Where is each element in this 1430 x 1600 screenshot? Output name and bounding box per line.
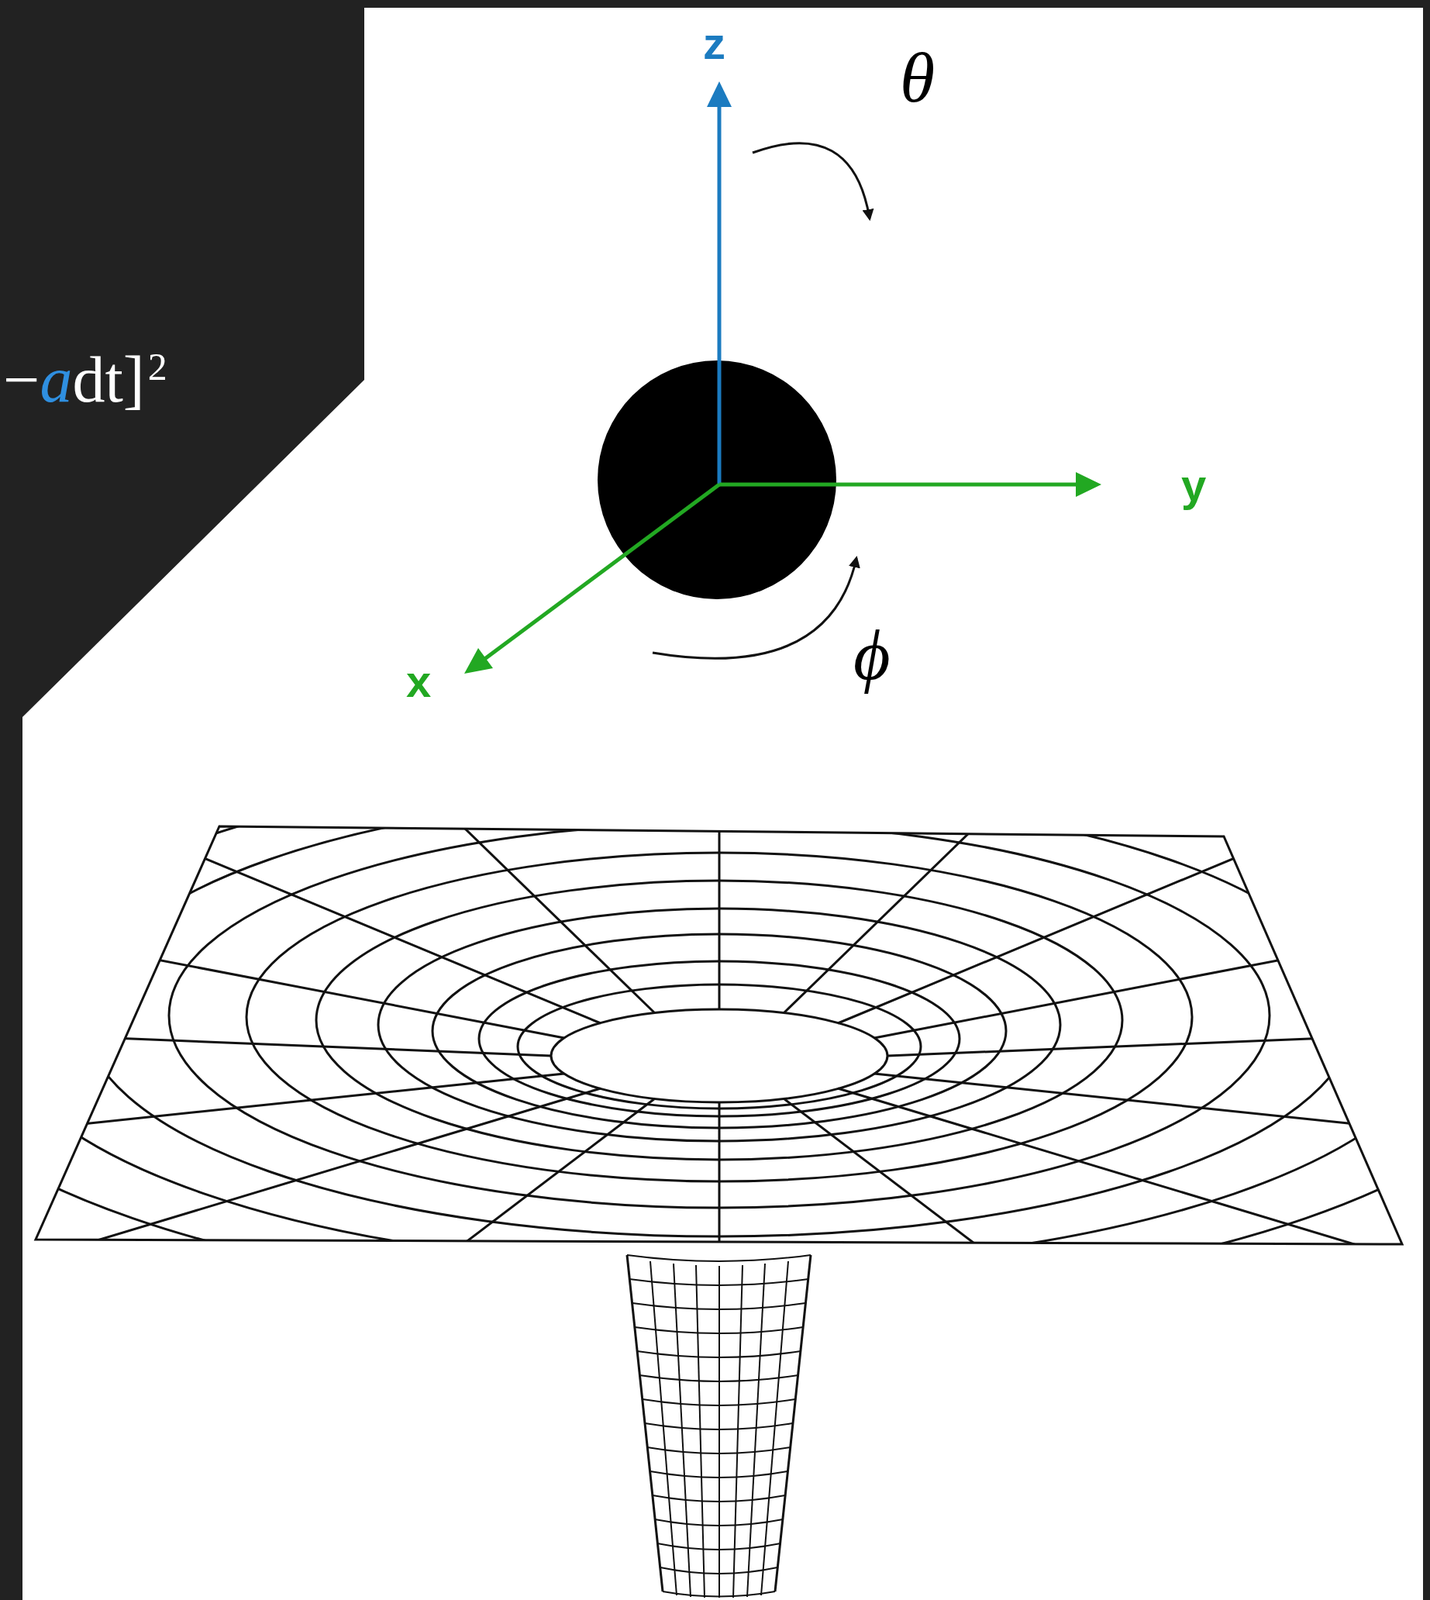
theta-arrow bbox=[752, 143, 870, 219]
formula-text: a bbox=[39, 343, 73, 416]
angle-label: ϕ bbox=[853, 613, 891, 697]
z-axis bbox=[717, 100, 722, 485]
angle-label: θ bbox=[899, 36, 935, 119]
y-axis bbox=[719, 482, 1082, 487]
black-hole bbox=[597, 360, 837, 600]
white-ground bbox=[22, 7, 1424, 1600]
phi-arrow bbox=[652, 558, 857, 659]
x-axis bbox=[480, 484, 720, 662]
formula-text: 2 bbox=[148, 344, 168, 389]
axis-label: z bbox=[702, 17, 726, 69]
plane-outline bbox=[35, 826, 1403, 1244]
embedding-grid bbox=[0, 612, 1430, 1419]
formula-fragment: −adt]2 bbox=[3, 347, 168, 413]
throat-tube bbox=[627, 1254, 811, 1598]
z-arrowhead bbox=[706, 81, 732, 107]
axis-label: y bbox=[1181, 458, 1207, 511]
y-arrowhead bbox=[1075, 472, 1102, 497]
formula-text: − bbox=[3, 343, 40, 416]
axis-label: x bbox=[406, 654, 431, 707]
x-arrowhead bbox=[464, 647, 493, 674]
formula-text: dt] bbox=[72, 343, 145, 416]
